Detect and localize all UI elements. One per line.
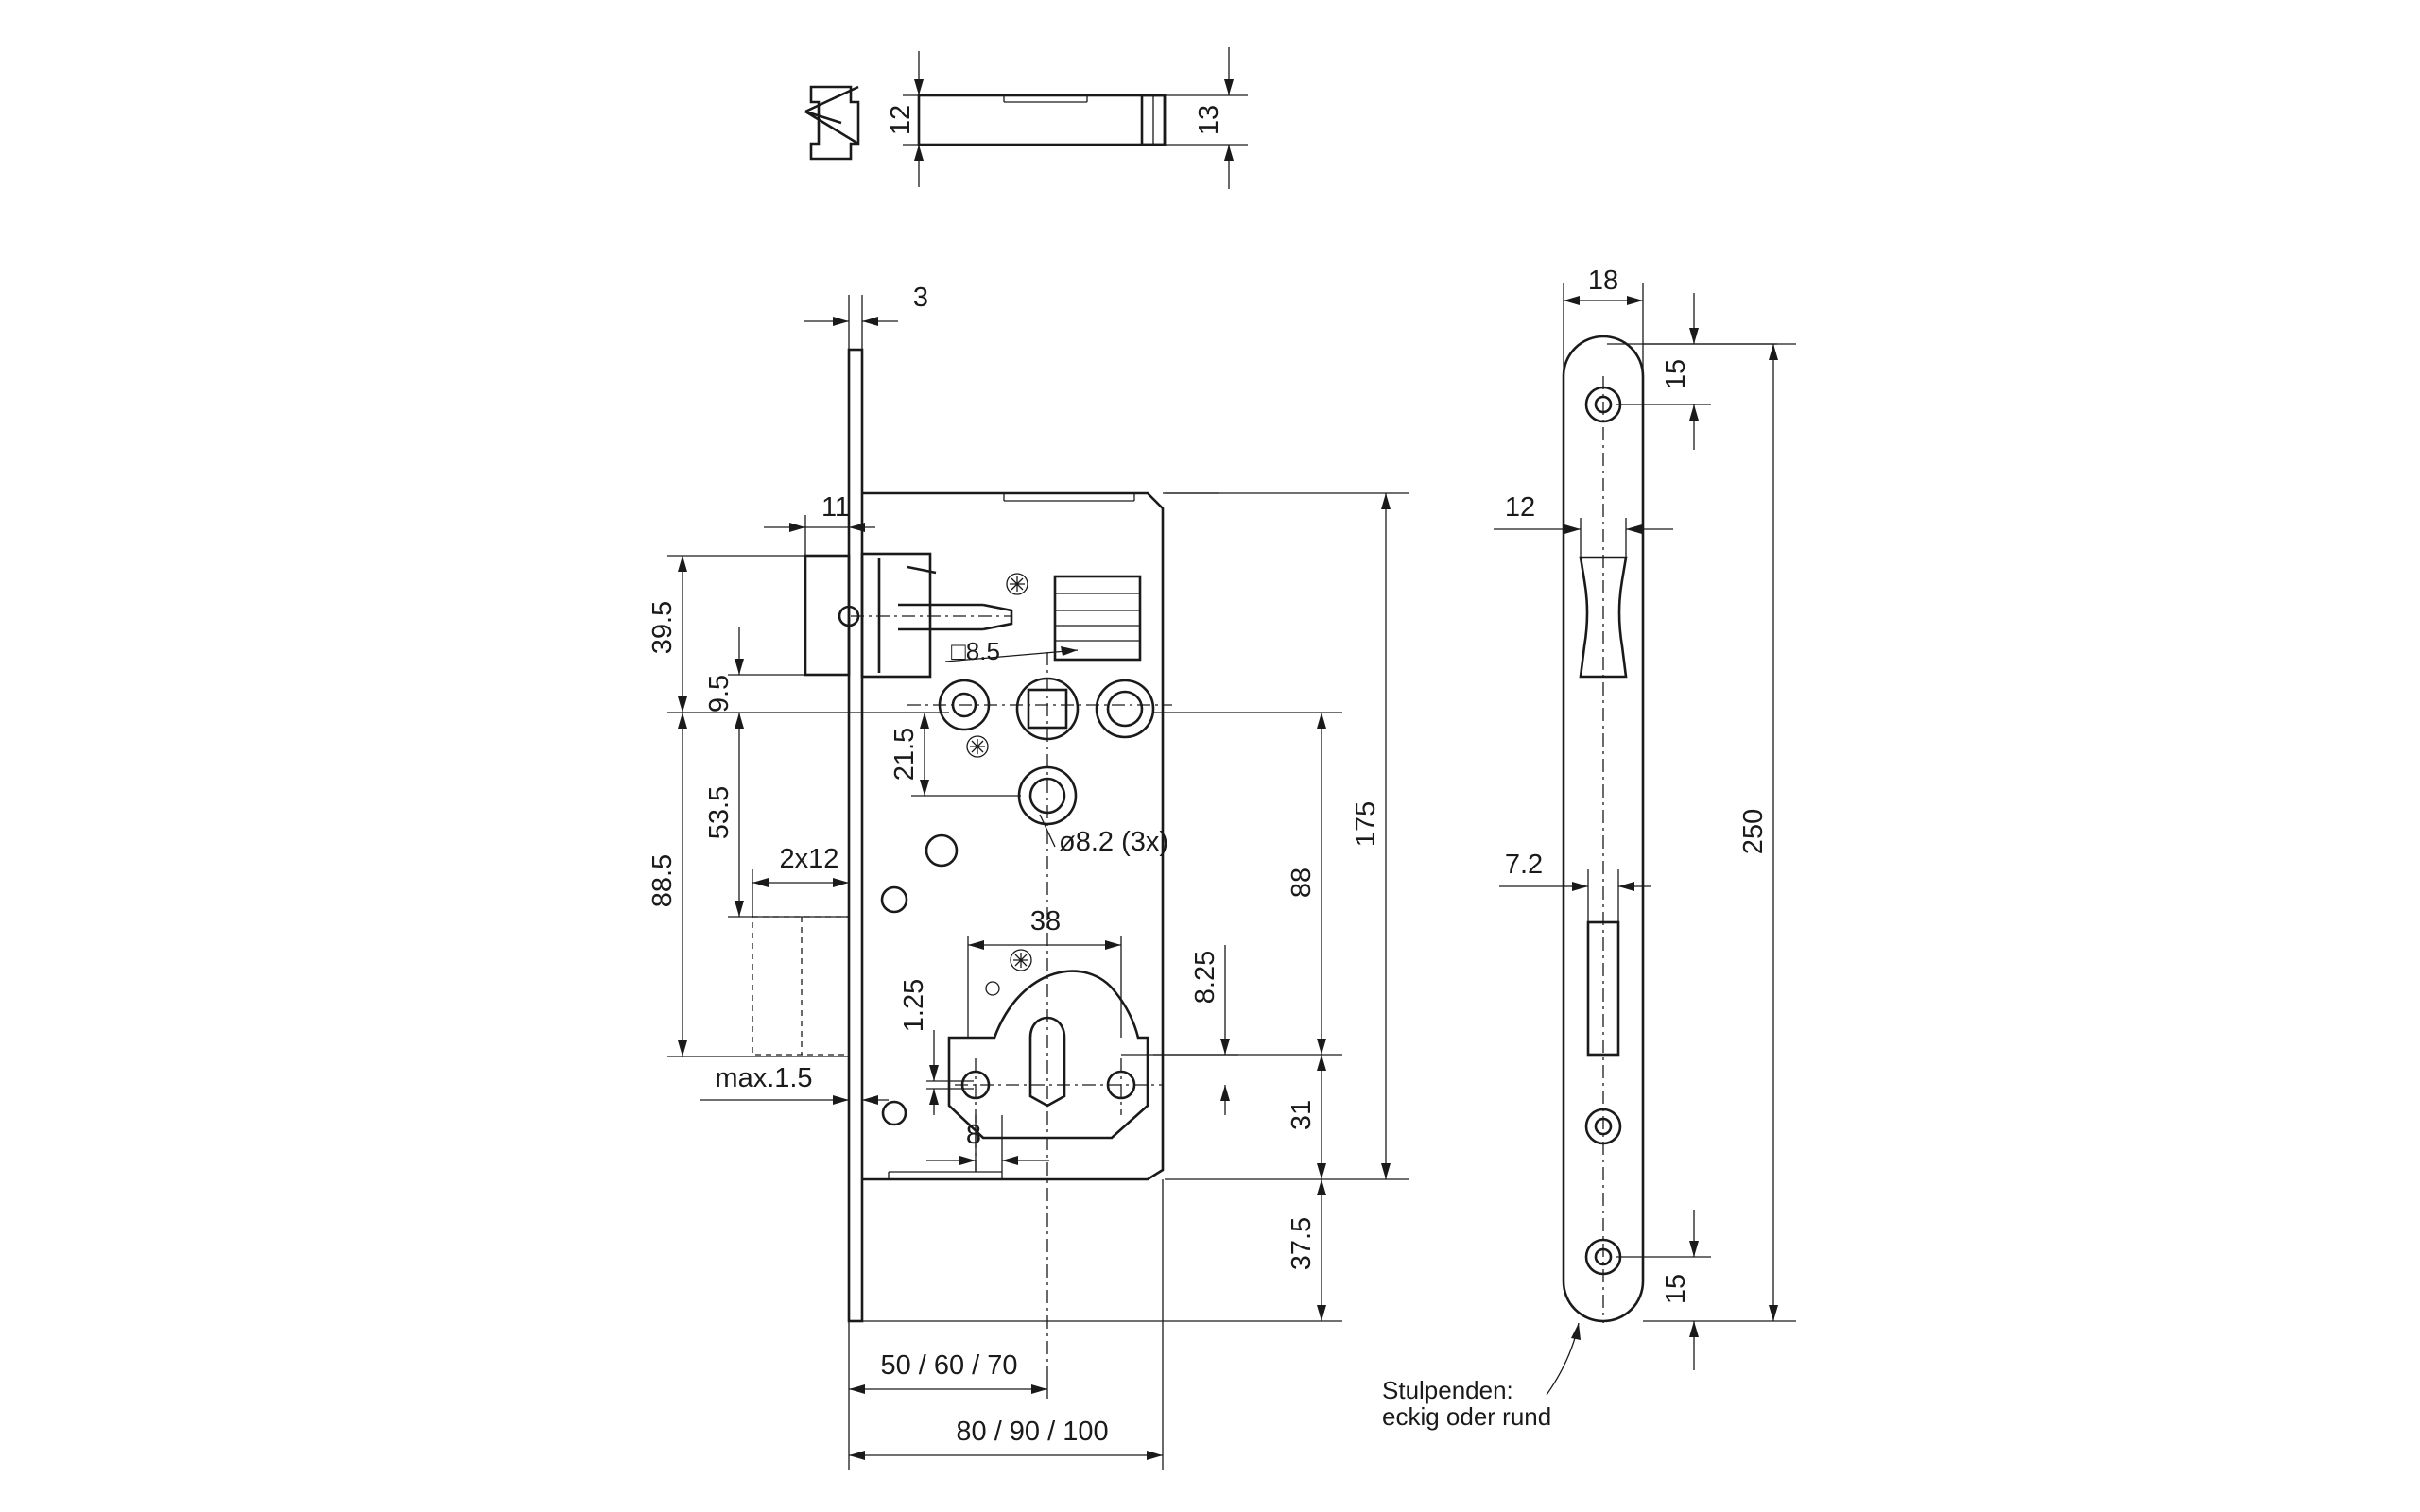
dim-top-12: 12 — [886, 51, 926, 187]
faceplate-front-view — [1562, 335, 1645, 1323]
dim-fp-15-bottom: 15 — [1616, 1210, 1711, 1370]
dim-fp-7-2: 7.2 — [1499, 850, 1651, 922]
dim-1-25: 1.25 — [899, 979, 974, 1115]
dim-8: 8 — [926, 1115, 1049, 1172]
dim-case-depth-label: 80 / 90 / 100 — [956, 1417, 1108, 1447]
dim-backset-label: 50 / 60 / 70 — [880, 1350, 1017, 1381]
dim-21-5-label: 21.5 — [890, 728, 920, 781]
dim-38: 38 — [967, 906, 1122, 1038]
dim-8-25: 8.25 — [1121, 945, 1238, 1115]
dim-fp-18: 18 — [1563, 266, 1644, 376]
dim-top-13-label: 13 — [1194, 105, 1224, 135]
dim-bolt-2x12: 2x12 — [752, 844, 849, 917]
dim-37-5-label: 37.5 — [1287, 1217, 1317, 1270]
note-line-1: Stulpenden: — [1382, 1376, 1513, 1404]
dim-8-25-label: 8.25 — [1190, 951, 1220, 1004]
dim-top-12-label: 12 — [886, 105, 916, 135]
dim-38-label: 38 — [1030, 906, 1061, 936]
dim-left-9-5: 9.5 — [704, 627, 805, 733]
centerlines — [851, 615, 1172, 1380]
faceplate-end-note: Stulpenden: eckig oder rund — [1382, 1322, 1581, 1431]
dim-fixing-holes-label: ø8.2 (3x) — [1059, 827, 1168, 857]
dim-case-depth: 80 / 90 / 100 — [849, 1179, 1164, 1470]
dim-left-88-5: 88.5 — [648, 713, 849, 1057]
cylinder-housing — [947, 949, 1150, 1140]
dim-fp-250: 250 — [1643, 343, 1796, 1322]
dim-fp-15-top: 15 — [1607, 293, 1777, 450]
dim-fixing-holes: ø8.2 (3x) — [1039, 814, 1168, 857]
dim-88: 88 — [1153, 712, 1342, 1056]
dim-175-label: 175 — [1351, 801, 1381, 847]
dim-8-label: 8 — [966, 1120, 981, 1150]
dim-latch-11-label: 11 — [821, 492, 850, 523]
dim-1-25-label: 1.25 — [899, 979, 929, 1032]
dim-left-39-5: 39.5 — [648, 555, 949, 713]
dim-fp-12-label: 12 — [1505, 492, 1535, 523]
dim-top-13: 13 — [1165, 47, 1248, 189]
dim-spindle-8-5-label: □8.5 — [951, 637, 1000, 665]
latch-bolt — [804, 552, 1013, 679]
dim-left-9-5-label: 9.5 — [704, 675, 735, 713]
dim-fp-15-top-label: 15 — [1661, 359, 1691, 389]
lock-lever-block — [1006, 573, 1142, 662]
dim-88-label: 88 — [1287, 868, 1317, 898]
dim-fp-12: 12 — [1494, 492, 1673, 558]
deadbolt-dashed — [752, 916, 850, 1056]
dim-spindle-8-5: □8.5 — [944, 637, 1079, 665]
dim-max-1-5: max.1.5 — [700, 1063, 889, 1105]
dim-left-53-5: 53.5 — [704, 733, 849, 918]
dim-left-39-5-label: 39.5 — [648, 601, 678, 654]
note-line-2: eckig oder rund — [1382, 1402, 1551, 1431]
lock-faceplate — [847, 348, 864, 1323]
dim-37-5: 37.5 — [862, 1179, 1342, 1322]
follower-hub — [880, 677, 1155, 1126]
dim-fp-250-label: 250 — [1738, 809, 1769, 854]
dim-fp-18-label: 18 — [1588, 266, 1618, 296]
dim-31: 31 — [1287, 1055, 1326, 1179]
dim-31-label: 31 — [1287, 1100, 1317, 1130]
dim-left-53-5-label: 53.5 — [704, 786, 735, 839]
dim-faceplate-3: 3 — [804, 283, 928, 350]
dim-latch-11: 11 — [764, 492, 875, 556]
dim-21-5: 21.5 — [890, 713, 1021, 797]
dim-fp-15-bottom-label: 15 — [1661, 1274, 1691, 1304]
dim-max-1-5-label: max.1.5 — [715, 1063, 812, 1093]
dim-faceplate-3-label: 3 — [913, 283, 928, 313]
dim-backset: 50 / 60 / 70 — [848, 1321, 1048, 1470]
dim-fp-7-2-label: 7.2 — [1505, 850, 1543, 880]
dim-left-88-5-label: 88.5 — [648, 854, 678, 907]
dim-175: 175 — [1165, 492, 1409, 1180]
dim-bolt-2x12-label: 2x12 — [780, 844, 839, 874]
top-view-latch-bolt — [804, 85, 1167, 161]
